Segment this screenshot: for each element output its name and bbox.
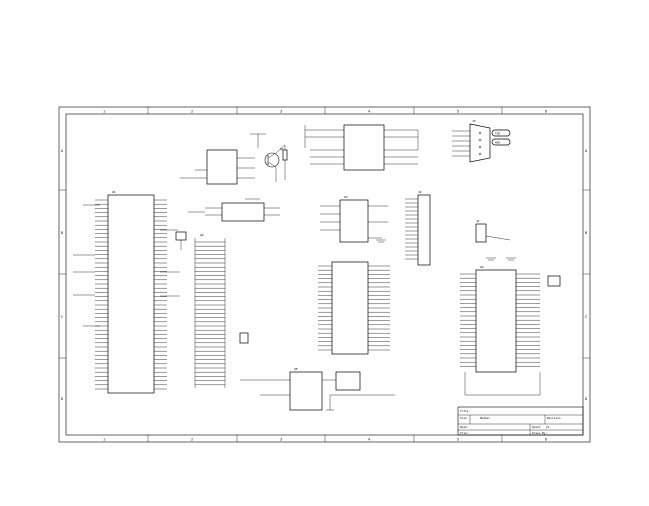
db9-label-1: TXD bbox=[495, 132, 500, 136]
top-center-ic bbox=[304, 124, 419, 171]
small-connector-j1: J1 bbox=[475, 219, 511, 243]
vertical-connector-j2: J2 bbox=[405, 190, 431, 266]
mcu-left-designator: U1 bbox=[112, 190, 116, 194]
ic-right-u4: U4 bbox=[460, 265, 561, 396]
crystal-x1 bbox=[175, 231, 187, 241]
mcu-center-designator: U2 bbox=[200, 233, 204, 237]
db9-label-2: RXD bbox=[495, 141, 500, 145]
col-label-3: 3 bbox=[280, 110, 282, 114]
title-block-date-label: Date: bbox=[460, 425, 469, 429]
col-label-2: 2 bbox=[191, 110, 193, 114]
regulator-u5: U5 bbox=[240, 367, 395, 411]
db9-connector: TXD RXD J3 bbox=[452, 119, 511, 163]
title-block-file-label: File: bbox=[460, 431, 469, 435]
j1-designator: J1 bbox=[476, 219, 480, 223]
row-label-c-right: C bbox=[585, 315, 587, 319]
title-block-sheet-label: Sheet bbox=[532, 425, 541, 429]
regulator-designator: U5 bbox=[294, 367, 298, 371]
row-label-a-right: A bbox=[585, 149, 588, 153]
row-label-d: D bbox=[61, 397, 63, 401]
row-label-d-right: D bbox=[585, 397, 587, 401]
ic-center-right-u3: U3 bbox=[320, 195, 388, 243]
mcu-left-u1: U1 bbox=[73, 190, 180, 394]
inner-frame bbox=[65, 113, 584, 436]
row-label-c: C bbox=[61, 315, 63, 319]
col-label-1-bottom: 1 bbox=[103, 438, 105, 442]
row-label-a: A bbox=[61, 149, 64, 153]
top-left-ic bbox=[180, 149, 255, 185]
title-block-size-label: Size bbox=[460, 416, 467, 420]
col-label-5-bottom: 5 bbox=[457, 438, 459, 442]
ic-center-right-designator: U3 bbox=[344, 195, 348, 199]
db9-designator: J3 bbox=[472, 119, 476, 123]
title-block-of-label: of bbox=[546, 425, 550, 429]
col-label-1: 1 bbox=[103, 110, 105, 114]
title-block: Title Size Number Revision Date: File: S… bbox=[457, 406, 584, 436]
border-labels: 1 2 3 4 5 6 1 2 3 4 5 6 A B C D A B C D bbox=[61, 110, 588, 442]
mcu-center-u2: U2 bbox=[194, 233, 249, 388]
title-block-number-label: Number bbox=[480, 416, 490, 420]
ic-right-designator: U4 bbox=[480, 265, 484, 269]
col-label-6-bottom: 6 bbox=[545, 438, 547, 442]
title-block-title-label: Title bbox=[460, 409, 469, 413]
border-ticks bbox=[59, 107, 590, 442]
row-label-b: B bbox=[61, 231, 63, 235]
row-label-b-right: B bbox=[585, 231, 587, 235]
title-block-drawn-by-label: Drawn By: bbox=[532, 431, 547, 435]
ground-symbols bbox=[376, 239, 516, 261]
col-label-2-bottom: 2 bbox=[191, 438, 193, 442]
col-label-4-bottom: 4 bbox=[368, 438, 370, 442]
col-label-3-bottom: 3 bbox=[280, 438, 282, 442]
col-label-5: 5 bbox=[457, 110, 459, 114]
col-label-6: 6 bbox=[545, 110, 547, 114]
center-bus-ic bbox=[318, 261, 390, 355]
transistor-q1: Q1 bbox=[250, 133, 288, 182]
transistor-designator: Q1 bbox=[280, 147, 284, 151]
outer-frame bbox=[58, 106, 591, 443]
title-block-revision-label: Revision bbox=[547, 416, 561, 420]
j2-designator: J2 bbox=[418, 190, 422, 194]
small-ic-mid-left bbox=[188, 198, 280, 222]
col-label-4: 4 bbox=[368, 110, 370, 114]
